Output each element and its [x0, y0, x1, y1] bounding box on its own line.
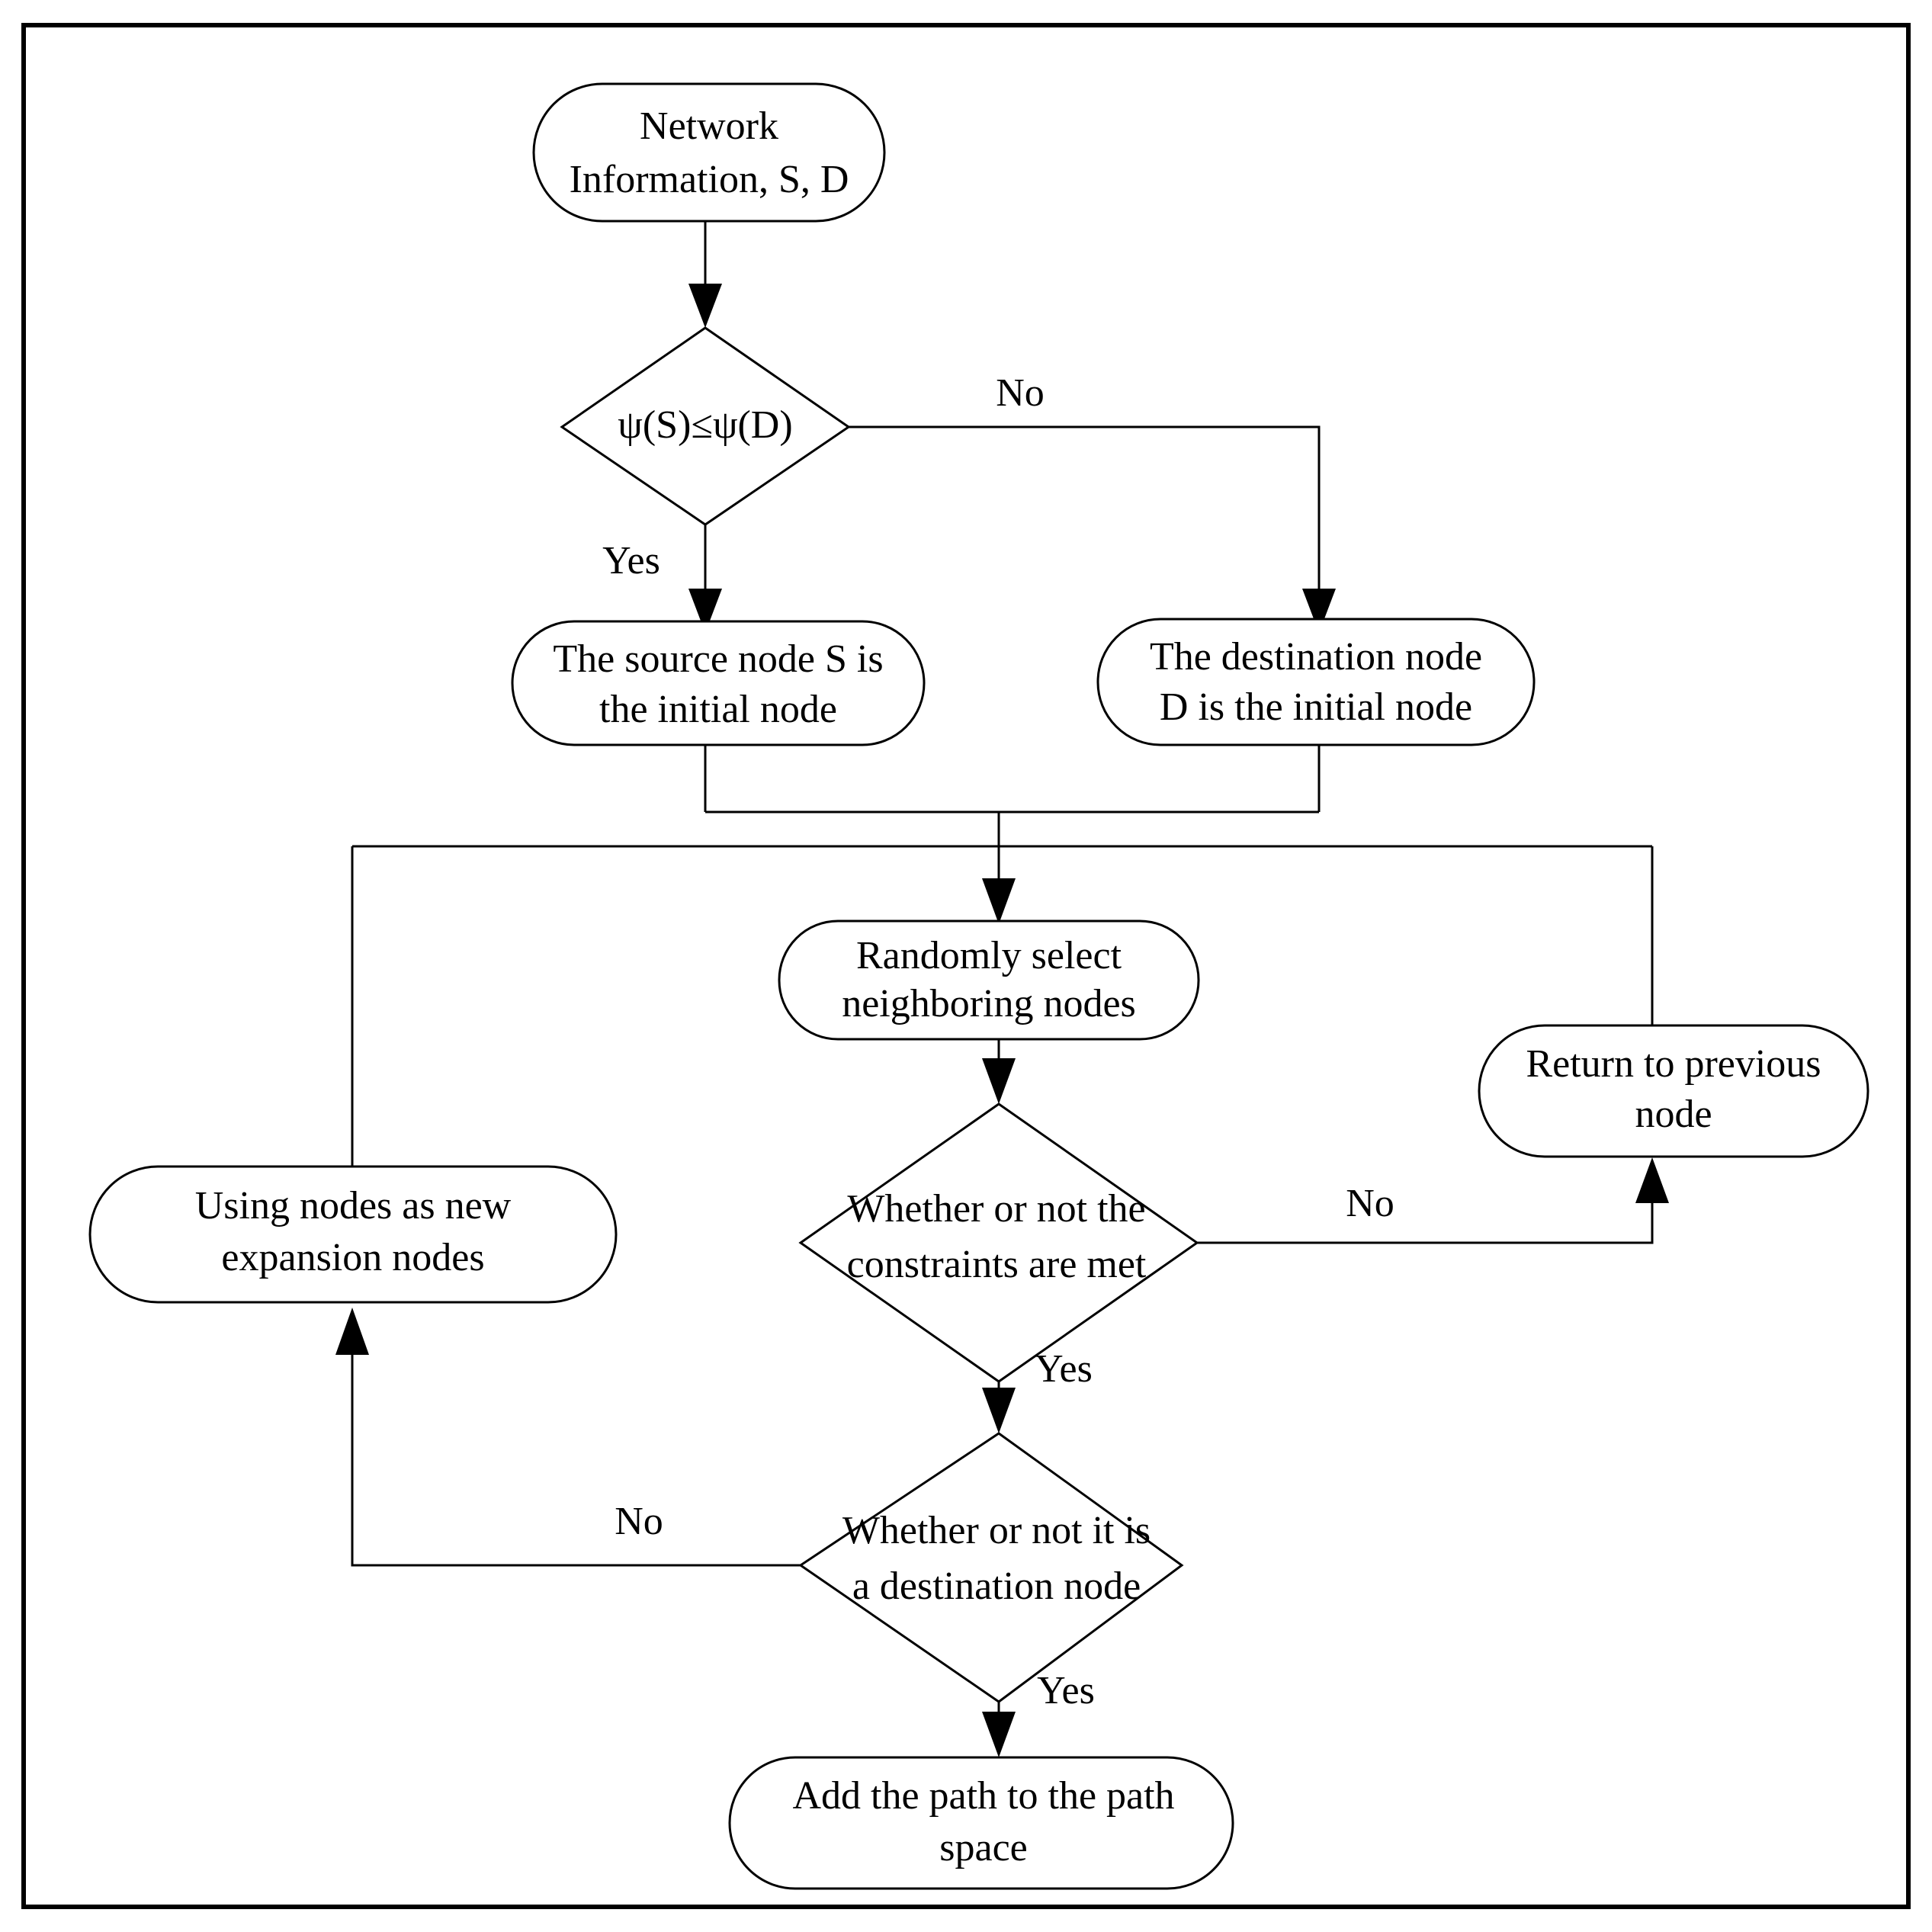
node-return-previous[interactable]: Return to previous node: [1478, 1024, 1869, 1158]
node-return-previous-shape: [1478, 1024, 1869, 1158]
node-expansion-nodes-shape: [88, 1165, 618, 1304]
arrow-head-icon: [335, 1308, 369, 1355]
edge-constraints-no: [1197, 1157, 1669, 1244]
node-dest-initial-line2: D is the initial node: [1160, 685, 1472, 729]
node-expansion-nodes[interactable]: Using nodes as new expansion nodes: [88, 1165, 618, 1304]
node-random-select[interactable]: Randomly select neighboring nodes: [778, 919, 1200, 1041]
edge-start-to-psi: [688, 220, 722, 328]
arrow-head-icon: [1302, 589, 1336, 633]
node-add-path-shape: [728, 1756, 1234, 1890]
node-random-select-line1: Randomly select: [856, 934, 1122, 977]
node-decision-destination-shape: [798, 1432, 1184, 1703]
node-source-initial-line1: The source node S is: [553, 637, 883, 681]
node-dest-initial-shape: [1096, 618, 1536, 746]
arrow-head-icon: [982, 1388, 1016, 1433]
edge-label-destination-yes: Yes: [1037, 1669, 1095, 1712]
edge-constraints-yes: [982, 1382, 1016, 1433]
edge-random-to-constraints: [982, 1037, 1016, 1104]
edge-psi-yes: [688, 525, 722, 633]
node-random-select-shape: [778, 919, 1200, 1041]
node-expansion-nodes-line1: Using nodes as new: [195, 1184, 512, 1228]
node-decision-destination-line2: a destination node: [852, 1565, 1141, 1608]
node-random-select-line2: neighboring nodes: [842, 982, 1136, 1025]
node-start-line1: Network: [640, 104, 778, 148]
node-return-previous-line1: Return to previous: [1526, 1042, 1821, 1086]
node-add-path-line2: space: [939, 1826, 1027, 1869]
node-source-initial-line2: the initial node: [599, 688, 837, 731]
node-dest-initial-line1: The destination node: [1150, 635, 1482, 679]
arrow-head-icon: [688, 284, 722, 328]
node-decision-constraints-shape: [798, 1102, 1199, 1383]
node-decision-constraints-line1: Whether or not the: [847, 1187, 1145, 1231]
node-source-initial-shape: [511, 620, 926, 746]
arrow-head-icon: [982, 1058, 1016, 1104]
arrow-head-icon: [982, 878, 1016, 924]
node-decision-psi[interactable]: ψ(S)≤ψ(D): [560, 326, 851, 526]
arrow-head-icon: [688, 589, 722, 633]
node-start[interactable]: Network Information, S, D: [532, 82, 886, 223]
arrow-head-icon: [982, 1712, 1016, 1757]
edge-destination-yes: [982, 1702, 1016, 1757]
node-decision-psi-shape: [560, 326, 851, 526]
edge-label-constraints-no: No: [1346, 1182, 1394, 1225]
node-add-path-line1: Add the path to the path: [792, 1774, 1174, 1818]
node-decision-constraints-line2: constraints are met: [847, 1243, 1147, 1286]
edge-label-destination-no: No: [615, 1500, 663, 1543]
edge-label-constraints-yes: Yes: [1035, 1347, 1093, 1391]
node-dest-initial[interactable]: The destination node D is the initial no…: [1096, 618, 1536, 746]
node-decision-destination-line1: Whether or not it is: [842, 1509, 1151, 1552]
diagram-frame: [21, 23, 1911, 1909]
edge-destination-no: [335, 1308, 801, 1567]
node-start-line2: Information, S, D: [570, 158, 849, 201]
arrow-head-icon: [1635, 1157, 1669, 1203]
node-source-initial[interactable]: The source node S is the initial node: [511, 620, 926, 746]
node-return-previous-line2: node: [1635, 1093, 1712, 1136]
edge-psi-no: [849, 425, 1336, 633]
node-start-shape: [532, 82, 886, 223]
node-decision-constraints[interactable]: Whether or not the constraints are met: [798, 1102, 1199, 1383]
node-expansion-nodes-line2: expansion nodes: [221, 1236, 484, 1279]
node-decision-psi-label: ψ(S)≤ψ(D): [618, 403, 792, 447]
node-add-path[interactable]: Add the path to the path space: [728, 1756, 1234, 1890]
edge-rail-to-random: [982, 846, 1016, 924]
node-decision-destination[interactable]: Whether or not it is a destination node: [798, 1432, 1184, 1703]
edge-label-psi-no: No: [996, 371, 1045, 415]
edge-label-psi-yes: Yes: [602, 539, 660, 582]
